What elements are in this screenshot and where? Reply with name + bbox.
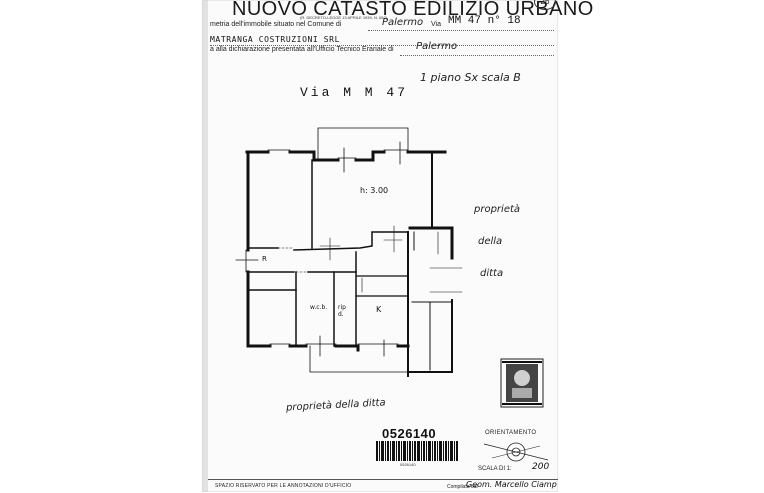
dotted-line [210,45,554,46]
official-stamp-icon [500,358,544,408]
form-comune-value: Palermo [382,17,424,28]
catasto-sheet [202,0,558,492]
right-note-3: ditta [480,268,504,279]
room-height-label: h: 3.00 [360,186,389,195]
form-via-value: MM 47 n° 18 [448,15,521,27]
floor-label: 1 piano Sx scala B [420,71,521,84]
footer-compiled-value: Geom. Marcello Ciamp [466,480,557,489]
scale-label: SCALA DI 1: [478,466,512,472]
scale-value: 200 [532,462,550,472]
compass-icon [483,442,549,462]
sheet-fold-shadow [202,0,208,492]
orientation-label: ORIENTAMENTO [485,430,537,436]
barcode-small-number: 0526140 [400,462,416,467]
room-k-label: K [376,305,382,314]
room-rip-label: rip d. [338,304,346,318]
footer-box [208,479,558,493]
barcode-number: 0526140 [382,426,437,441]
form-owner: MATRANGA COSTRUZIONI SRL [210,35,340,44]
room-r-label: R [262,255,267,263]
barcode-icon [376,441,458,461]
form-ufficio-label: a alla dichiarazione presentata all'Uffi… [210,46,394,53]
room-wc-label: w.c.b. [310,304,328,311]
right-note-1: proprietà [474,204,521,215]
document-subtitle: (R. DECRETO-LEGGE 13 APRILE 1939, N. 652… [300,15,388,20]
form-via-label: Via [431,21,441,28]
form-ufficio-value: Palermo [416,41,458,52]
right-note-2: della [478,236,503,247]
street-label: Via M M 47 [300,85,409,100]
footer-compiled-label: Compilata dal [447,484,478,490]
document-title: NUOVO CATASTO EDILIZIO URBANO [232,0,594,20]
footer-office-notes-label: SPAZIO RISERVATO PER LE ANNOTAZIONI D'UF… [215,483,352,489]
form-line-comune-label: metria dell'immobile situato nel Comune … [210,21,342,28]
dotted-line [368,30,554,31]
dotted-line [400,55,554,56]
